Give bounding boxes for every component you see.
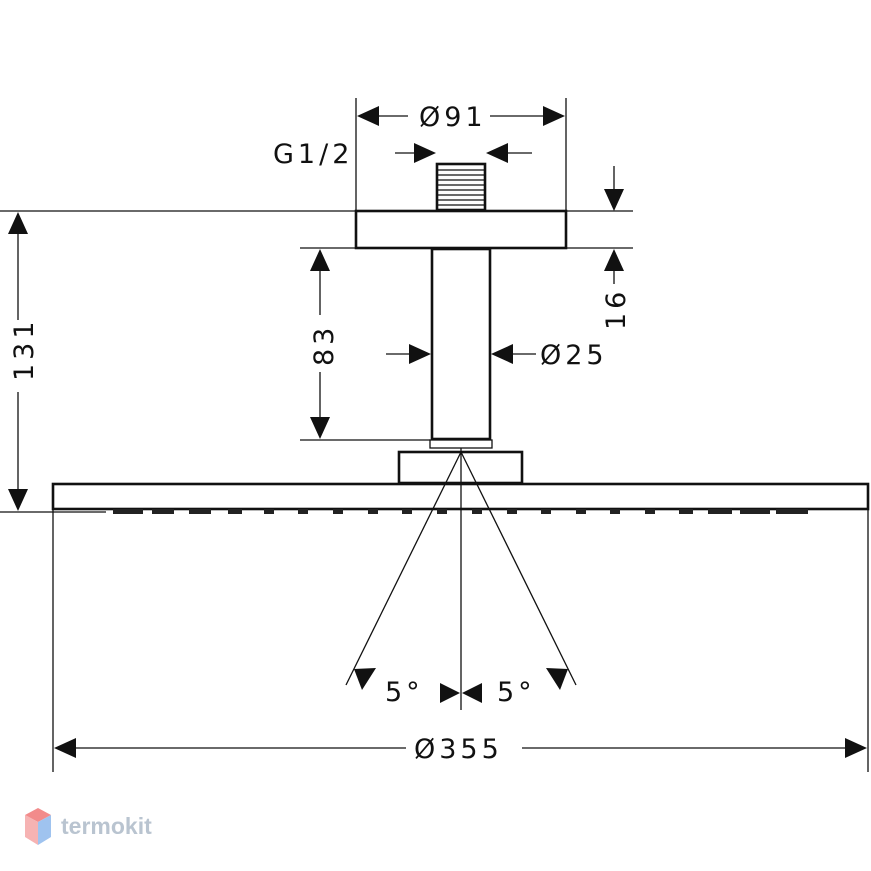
dim-arm-diameter: Ø25 [386, 340, 608, 371]
arm-length-label: 83 [309, 324, 340, 366]
flange-height-label: 16 [601, 288, 632, 330]
thread-lines [438, 169, 484, 206]
tilt-left-label: 5° [385, 677, 424, 708]
dim-flange-height: 16 [601, 166, 632, 330]
dim-thread: G1/2 [273, 139, 532, 170]
thread-label: G1/2 [273, 139, 353, 170]
dim-arm-length: 83 [309, 249, 340, 439]
total-height-label: 131 [9, 317, 40, 381]
dim-tilt-angle: 5° 5° [354, 668, 568, 708]
dim-total-height: 131 [8, 212, 40, 511]
dim-head-diameter: Ø355 [54, 734, 867, 765]
nozzle-row [113, 509, 808, 514]
flange-diameter-label: Ø91 [419, 102, 487, 133]
arm-diameter-label: Ø25 [540, 340, 608, 371]
logo-text: termokit [61, 813, 152, 839]
cube-icon [25, 808, 51, 845]
tilt-right-label: 5° [497, 677, 536, 708]
arm-ring [429, 439, 493, 449]
extension-lines [0, 98, 869, 772]
product-outline [51, 162, 870, 514]
ceiling-flange [354, 209, 568, 250]
head-diameter-label: Ø355 [414, 734, 503, 765]
termokit-logo: termokit [25, 808, 152, 845]
shower-arm [430, 247, 492, 441]
dim-flange-diameter: Ø91 [357, 102, 565, 133]
thread-nipple [435, 162, 487, 212]
